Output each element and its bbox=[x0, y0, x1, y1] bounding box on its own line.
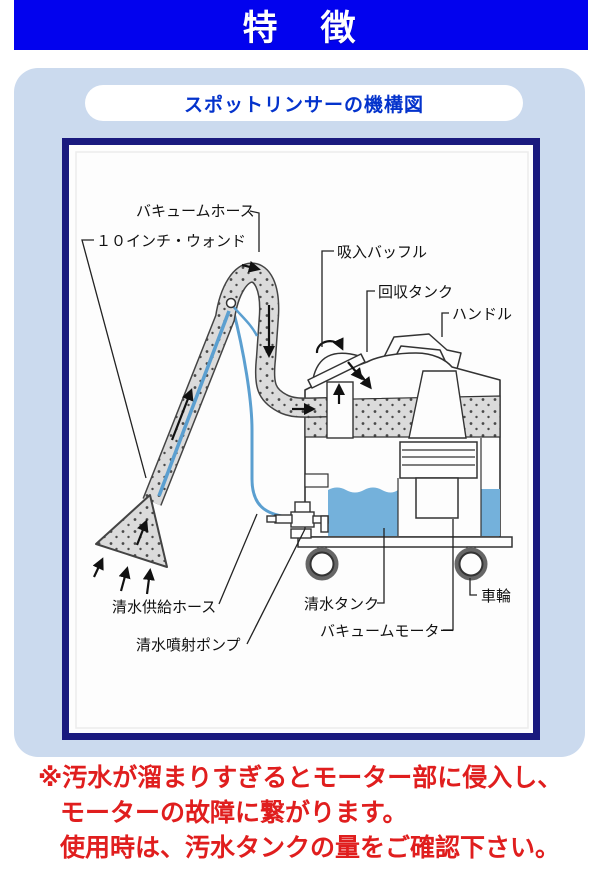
caster-wheel-left bbox=[305, 546, 339, 581]
tank-step bbox=[304, 473, 329, 488]
label-vacuum-motor: バキュームモーター bbox=[320, 623, 455, 640]
page-title: 特 徴 bbox=[242, 8, 360, 48]
label-clean-water-tank: 清水タンク bbox=[304, 596, 379, 613]
mechanism-diagram-frame: バキュームホース １０インチ・ウォンド 吸入バッフル 回収タンク ハンドル 清水… bbox=[62, 138, 540, 740]
hose-joint-ball bbox=[225, 297, 237, 309]
caster-wheel-right bbox=[454, 546, 488, 581]
label-handle: ハンドル bbox=[452, 306, 512, 323]
water-line-crossover bbox=[231, 304, 259, 337]
motor-lower-box bbox=[415, 477, 459, 519]
arrow-suction-2 bbox=[118, 566, 131, 592]
wand-water-line bbox=[157, 310, 231, 497]
supply-hose-line bbox=[231, 308, 291, 519]
scan-edge bbox=[75, 151, 529, 729]
funnel-tower bbox=[408, 370, 467, 439]
diagram-caption: スポットリンサーの機構図 bbox=[183, 94, 424, 116]
vacuum-hose-and-wand bbox=[95, 262, 345, 568]
leader-vacuum-motor bbox=[443, 519, 454, 631]
diagram-caption-pill: スポットリンサーの機構図 bbox=[85, 85, 523, 121]
arrow-wand-up bbox=[170, 388, 194, 441]
label-suction-baffle: 吸入バッフル bbox=[337, 244, 427, 261]
warning-line-1: ※汚水が溜まりすぎるとモーター部に侵入し、 bbox=[38, 764, 563, 792]
leader-recovery-tank bbox=[366, 290, 375, 352]
leader-supply-hose bbox=[218, 513, 258, 605]
arrow-suction-3 bbox=[142, 568, 155, 595]
leader-wand bbox=[81, 239, 147, 479]
leader-clean-tank bbox=[377, 528, 385, 604]
vacuum-hose-path bbox=[143, 264, 345, 506]
label-wheel: 車輪 bbox=[481, 588, 511, 605]
arrow-spill-2 bbox=[356, 369, 372, 390]
label-clean-water-supply-hose: 清水供給ホース bbox=[112, 599, 216, 616]
leader-lines bbox=[81, 210, 477, 645]
spray-pump bbox=[266, 501, 329, 539]
leader-vacuum-hose bbox=[249, 210, 260, 252]
label-vacuum-hose: バキュームホース bbox=[136, 203, 255, 220]
feature-panel: スポットリンサーの機構図 bbox=[14, 68, 585, 757]
wand-nozzle bbox=[95, 494, 168, 568]
label-ten-inch-wand: １０インチ・ウォンド bbox=[96, 233, 246, 250]
leader-handle bbox=[441, 312, 449, 337]
suction-baffle-dome bbox=[307, 352, 366, 389]
machine-body bbox=[297, 333, 513, 581]
arrow-hose-top bbox=[241, 260, 261, 273]
warning-line-3: 使用時は、汚水タンクの量をご確認下さい。 bbox=[60, 834, 561, 862]
leader-baffle bbox=[321, 250, 334, 347]
arrow-nozzle-inner bbox=[135, 519, 149, 546]
label-recovery-tank: 回収タンク bbox=[378, 284, 453, 301]
arrow-baffle-curve bbox=[315, 337, 344, 354]
leader-wheel bbox=[469, 578, 477, 596]
flow-arrows bbox=[92, 260, 372, 595]
warning-text: ※汚水が溜まりすぎるとモーター部に侵入し、 モーターの故障に繋がります。 使用時… bbox=[38, 761, 562, 866]
label-clean-water-spray-pump: 清水噴射ポンプ bbox=[136, 637, 241, 654]
base-plate bbox=[297, 536, 513, 548]
clean-water-left bbox=[328, 487, 398, 536]
leader-spray-pump bbox=[246, 528, 306, 645]
mechanism-diagram: バキュームホース １０インチ・ウォンド 吸入バッフル 回収タンク ハンドル 清水… bbox=[75, 151, 529, 729]
header-bar: 特 徴 bbox=[14, 0, 588, 50]
arrow-spill-1 bbox=[347, 361, 363, 381]
motor-housing bbox=[399, 441, 478, 479]
clean-water-right bbox=[481, 489, 500, 536]
warning-line-2: モーターの故障に繋がります。 bbox=[60, 799, 408, 827]
arrow-suction-1 bbox=[92, 557, 104, 578]
